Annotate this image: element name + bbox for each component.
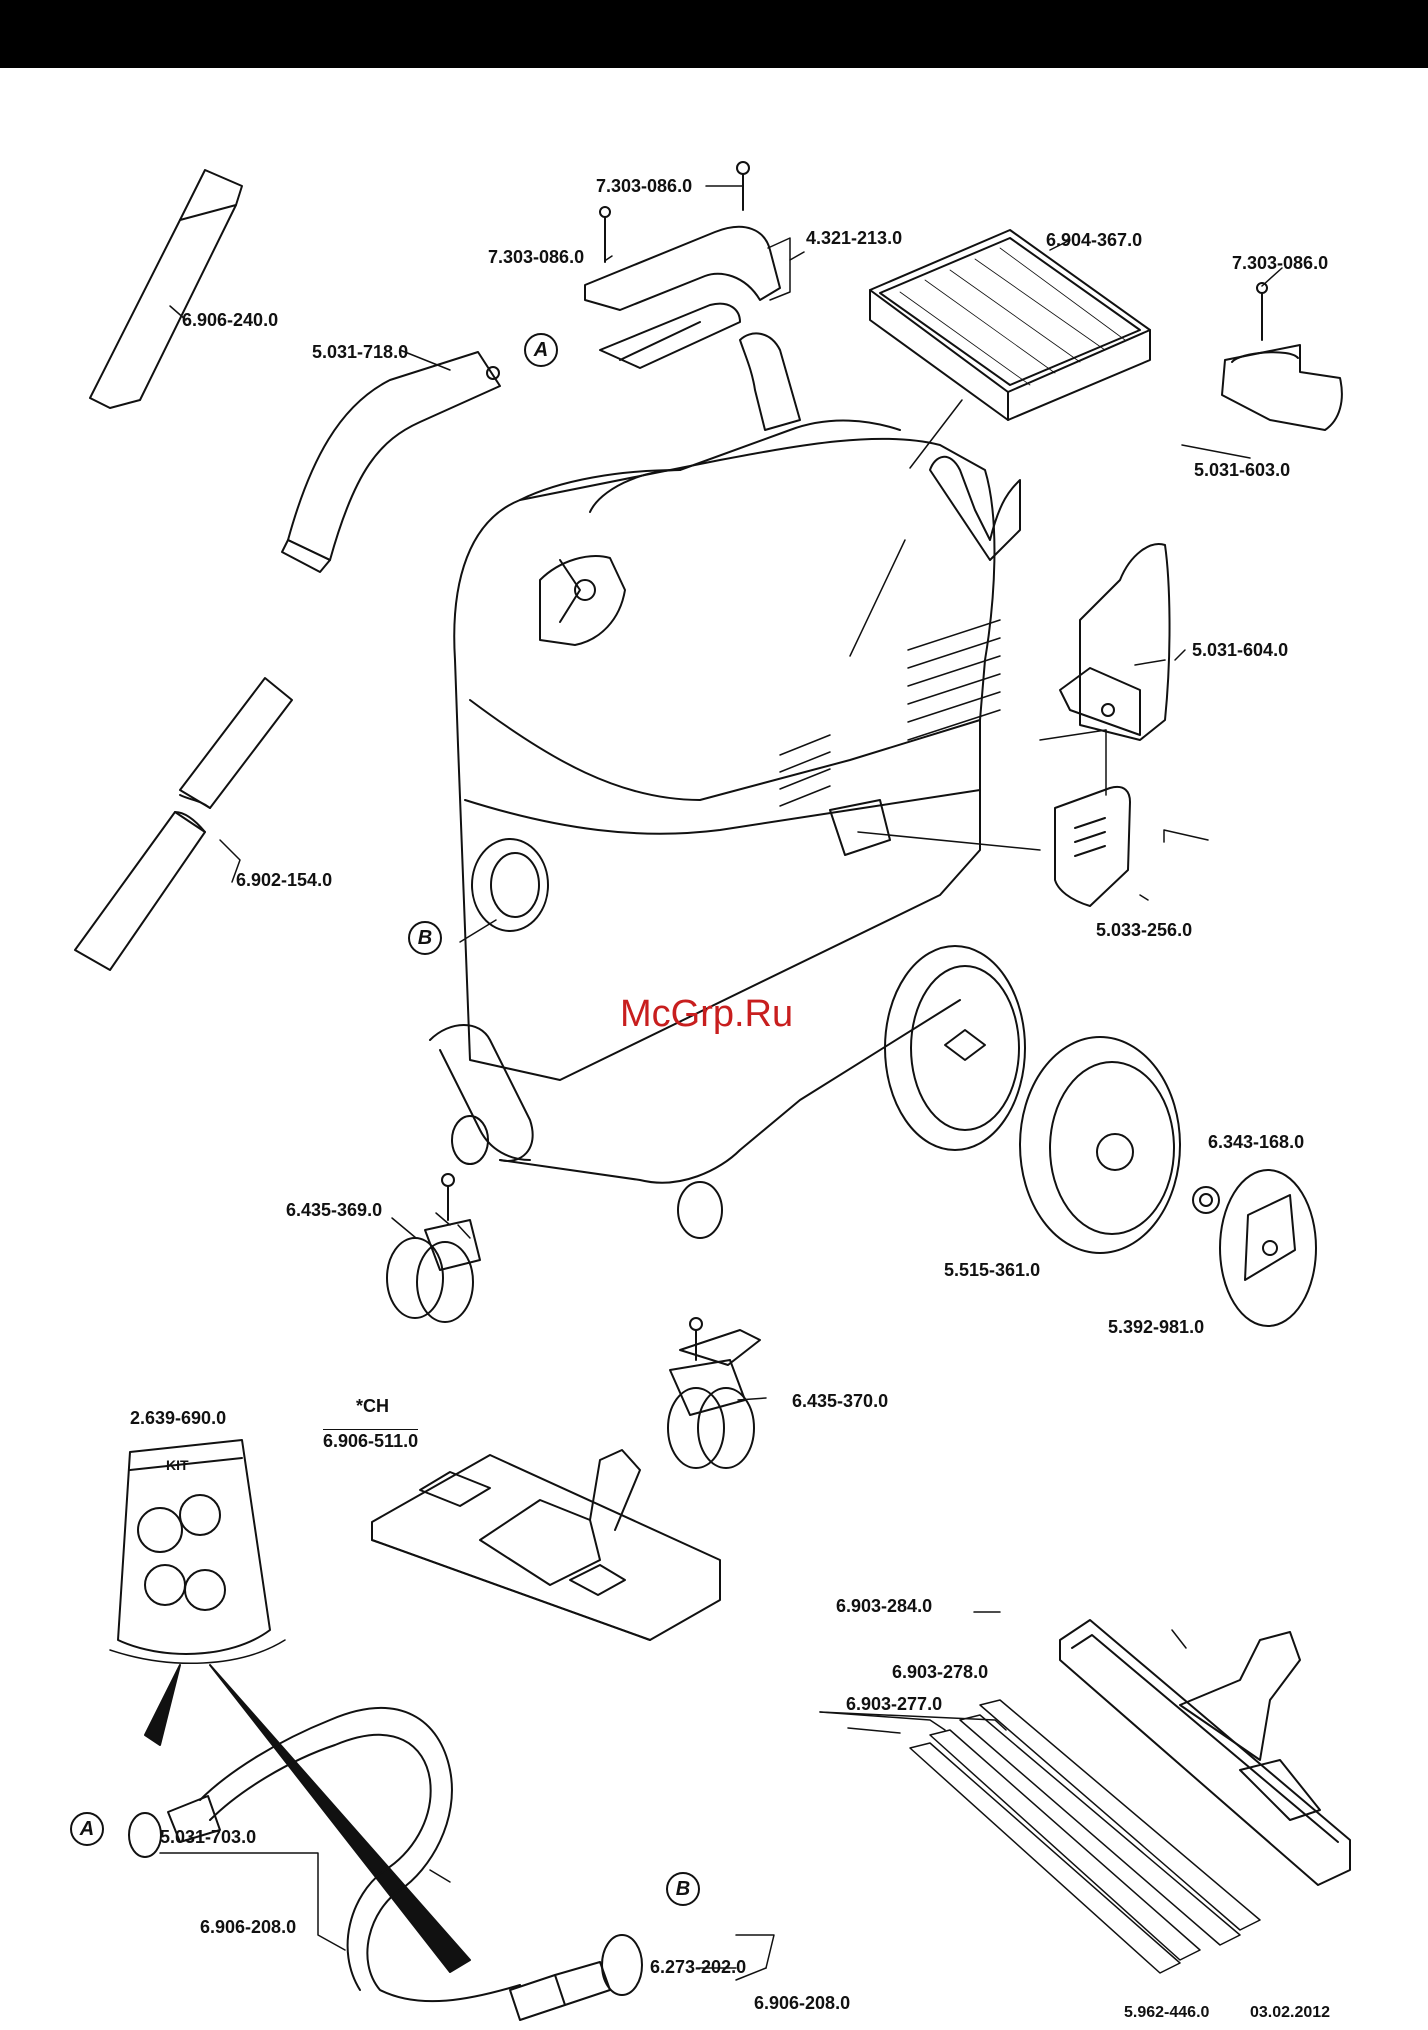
screws: [599, 161, 1268, 341]
wet-dry-nozzle-part: [1059, 1619, 1351, 1886]
label-ch-marker: *CH: [356, 1396, 390, 1416]
extension-tubes-part: [74, 677, 293, 971]
label-tubes: 6.902-154.0: [236, 870, 333, 890]
caster-part-brake: [667, 1317, 761, 1469]
label-caster-left: 6.435-369.0: [286, 1200, 383, 1220]
caster-part-left: [386, 1173, 481, 1323]
suction-hose-part: [128, 1707, 643, 2021]
label-lock-washer: 6.343-168.0: [1208, 1132, 1305, 1152]
label-hubcap: 5.392-981.0: [1108, 1317, 1205, 1337]
elbow-tube-part: [281, 351, 501, 573]
doc-date: 03.02.2012: [1250, 2004, 1331, 2021]
label-floor-nozzle: 6.906-511.0: [323, 1429, 419, 1451]
cover-part: [1054, 786, 1131, 907]
kit-text: KIT: [166, 1457, 189, 1473]
label-hose-left: 6.906-208.0: [200, 1917, 297, 1937]
label-handle: 4.321-213.0: [806, 228, 903, 248]
wheel-part: [1019, 1036, 1181, 1254]
accessory-holder-part: [1059, 543, 1171, 741]
filter-part: [869, 229, 1151, 421]
holder-part: [1221, 344, 1343, 431]
lock-washer-part: [1192, 1186, 1220, 1214]
label-caster-brake: 6.435-370.0: [792, 1391, 889, 1411]
handle-parts: [584, 225, 781, 369]
vacuum-body: [429, 332, 1021, 1239]
label-ring-b: 6.273-202.0: [650, 1957, 747, 1977]
label-screw-left: 7.303-086.0: [488, 247, 585, 267]
label-kit: 2.639-690.0: [130, 1408, 227, 1428]
label-accessory-holder: 5.031-604.0: [1192, 640, 1289, 660]
label-strip-2: 6.903-277.0: [846, 1694, 943, 1714]
brush-strips: [909, 1699, 1261, 1974]
label-screw-right: 7.303-086.0: [1232, 253, 1329, 273]
label-cover: 5.033-256.0: [1096, 920, 1193, 940]
rear-wheel: [884, 945, 1026, 1151]
floor-nozzle-part: [371, 1449, 721, 1641]
marker-a-top: A: [524, 333, 558, 367]
label-screw-top: 7.303-086.0: [596, 176, 693, 196]
header-bar: [0, 0, 1428, 68]
crevice-nozzle-part: [89, 169, 243, 409]
watermark: McGrp.Ru: [620, 993, 794, 1035]
label-holder: 5.031-603.0: [1194, 460, 1291, 480]
label-elbow: 5.031-718.0: [312, 342, 409, 362]
doc-code: 5.962-446.0: [1124, 2004, 1210, 2021]
label-wheel: 5.515-361.0: [944, 1260, 1041, 1280]
label-hose-coupling-a: 5.031-703.0: [160, 1827, 257, 1847]
label-filter: 6.904-367.0: [1046, 230, 1143, 250]
label-strip-1: 6.903-278.0: [892, 1662, 989, 1682]
marker-b-body: B: [408, 921, 442, 955]
label-hose-bottom: 6.906-208.0: [754, 1993, 851, 2013]
marker-a-bottom: A: [70, 1812, 104, 1846]
label-wet-nozzle: 6.903-284.0: [836, 1596, 933, 1616]
label-crevice-nozzle: 6.906-240.0: [182, 310, 279, 330]
kit-bag: [109, 1439, 471, 1973]
marker-b-bottom: B: [666, 1872, 700, 1906]
hubcap-part: [1219, 1169, 1317, 1327]
